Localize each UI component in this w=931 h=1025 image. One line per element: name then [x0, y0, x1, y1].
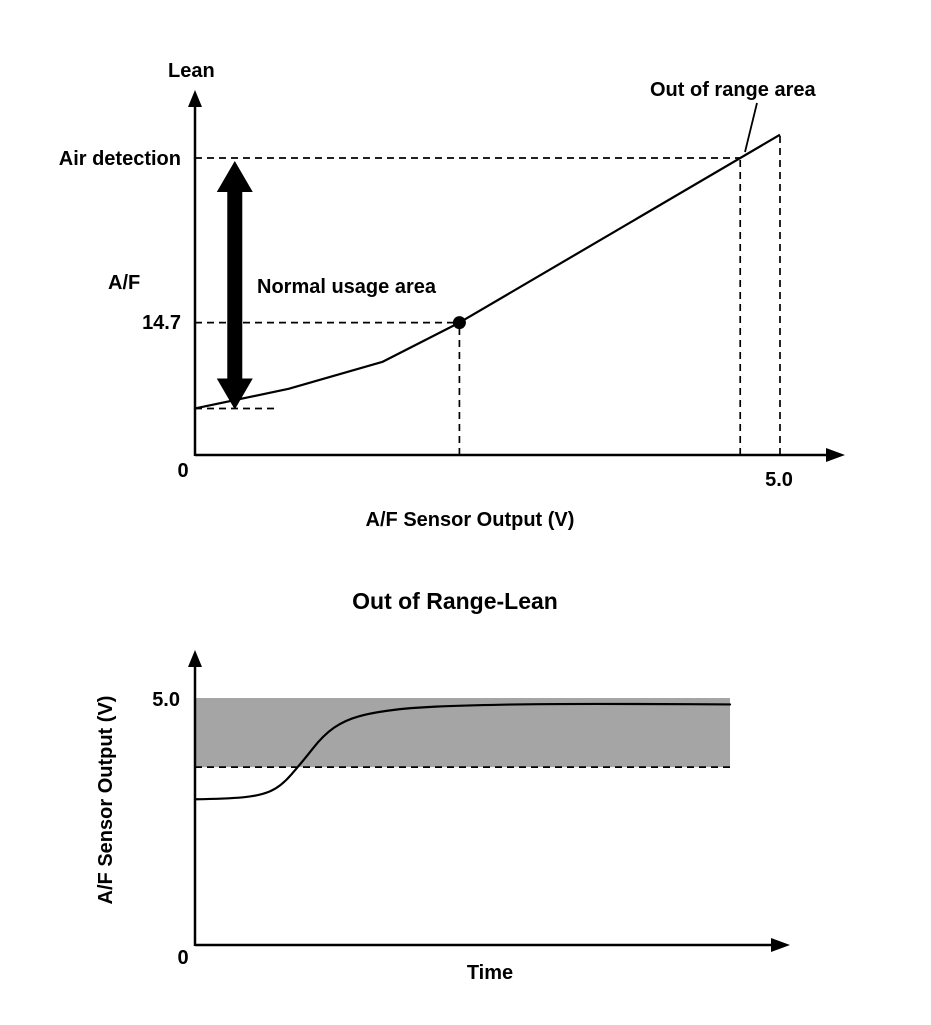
y-tick-5-0: 5.0: [152, 689, 180, 711]
normal-usage-label: Normal usage area: [257, 276, 437, 298]
air-detection-label: Air detection: [59, 148, 181, 170]
out-of-range-lean-graphics: [188, 650, 790, 952]
x-axis-title: A/F Sensor Output (V): [366, 509, 575, 531]
x-tick-0: 0: [177, 460, 188, 482]
y-tick-14-7: 14.7: [142, 312, 181, 334]
stoich-point-marker: [452, 316, 466, 330]
x-axis-arrow-icon: [771, 938, 790, 952]
out-of-range-leader-line: [744, 102, 758, 153]
af-characteristic-graphics: [188, 90, 845, 462]
af-characteristic-chart: Lean Air detection A/F 14.7 Normal usage…: [59, 60, 845, 531]
sensor-output-curve: [193, 702, 732, 801]
x-axis-arrow-icon: [826, 448, 845, 462]
y-axis-arrow-icon: [188, 90, 202, 107]
lean-label: Lean: [168, 60, 215, 82]
normal-usage-arrow-up-icon: [216, 160, 253, 192]
out-of-range-label: Out of range area: [650, 79, 816, 101]
x-tick-5-0: 5.0: [765, 469, 793, 491]
out-of-range-lean-chart: Out of Range-Lean A/F Sensor Output (V) …: [95, 588, 790, 984]
y-tick-0: 0: [177, 947, 188, 969]
y-axis-title-rotated: A/F Sensor Output (V): [95, 696, 117, 905]
sensor-characteristic-curve: [194, 133, 781, 410]
y-axis-arrow-icon: [188, 650, 202, 667]
normal-usage-arrow-shaft: [227, 189, 243, 381]
y-axis-title: A/F: [108, 272, 140, 294]
normal-usage-arrow-down-icon: [216, 378, 253, 410]
x-axis-title: Time: [467, 962, 513, 984]
chart-title: Out of Range-Lean: [352, 588, 558, 614]
out-of-range-band: [195, 698, 730, 768]
